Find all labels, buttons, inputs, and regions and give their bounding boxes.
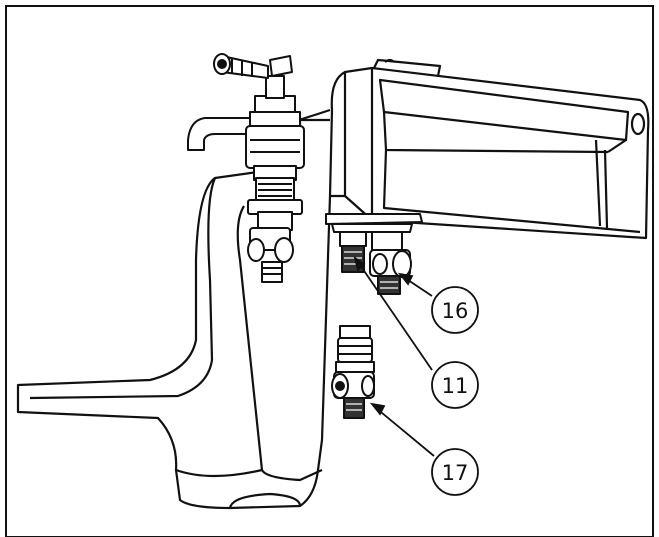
beam-housing <box>328 58 650 240</box>
arrowhead-11 <box>353 255 366 272</box>
arrowhead-17 <box>369 402 386 416</box>
arrowhead-16 <box>397 272 414 286</box>
leader-lines <box>353 255 435 457</box>
callout-11: 11 <box>431 361 479 409</box>
callout-circle <box>431 361 479 409</box>
callout-circle <box>431 448 479 496</box>
callout-label: 17 <box>442 461 469 485</box>
left-elbow-fitting <box>247 227 294 283</box>
drawing-border <box>5 5 654 537</box>
leader-17 <box>375 407 435 457</box>
callout-label: 16 <box>442 299 469 323</box>
bracket-body <box>16 108 332 510</box>
callout-circle <box>431 286 479 334</box>
lower-elbow-fitting <box>331 325 375 419</box>
top-valve-assembly <box>187 53 305 231</box>
leader-11 <box>357 261 433 371</box>
callout-16: 16 <box>431 286 479 334</box>
callout-label: 11 <box>442 374 469 398</box>
callout-17: 17 <box>431 448 479 496</box>
